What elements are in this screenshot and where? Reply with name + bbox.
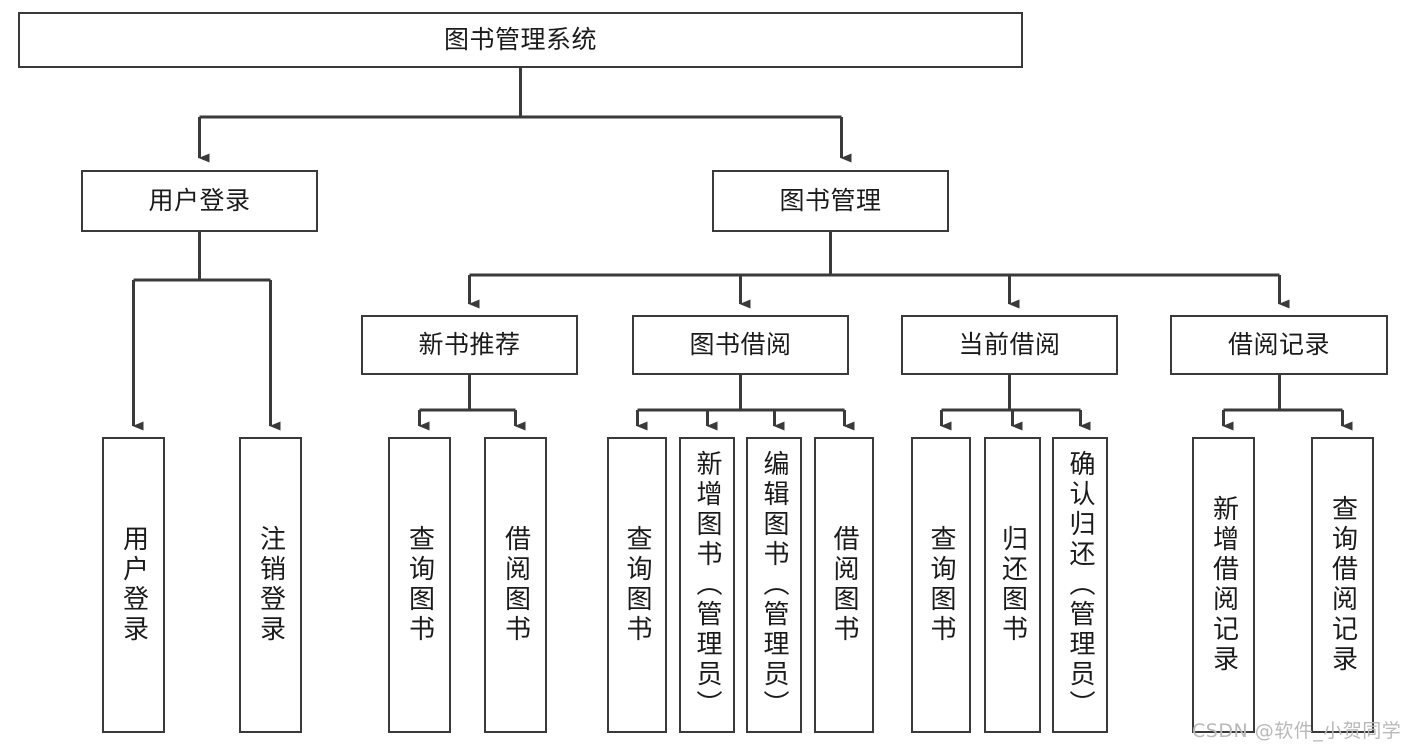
node-label: 借阅图书 <box>500 525 531 645</box>
node-book-management[interactable]: 图书管理 <box>712 170 949 232</box>
leaf-add-book-admin[interactable]: 新增图书（管理员） <box>679 437 735 733</box>
leaf-edit-book-admin[interactable]: 编辑图书（管理员） <box>746 437 802 733</box>
node-label: 查询图书 <box>622 525 652 645</box>
node-user-login[interactable]: 用户登录 <box>81 170 318 232</box>
node-book-borrowing[interactable]: 图书借阅 <box>632 315 849 375</box>
csdn-watermark: CSDN @软件_小贺同学 <box>1192 720 1402 742</box>
leaf-confirm-return-admin[interactable]: 确认归还（管理员） <box>1052 437 1108 733</box>
leaf-query-book-1[interactable]: 查询图书 <box>388 437 451 733</box>
node-label: 查询图书 <box>926 525 956 645</box>
leaf-return-book[interactable]: 归还图书 <box>984 437 1041 733</box>
leaf-query-borrow-record[interactable]: 查询借阅记录 <box>1311 437 1374 733</box>
node-label: 编辑图书（管理员） <box>759 450 789 720</box>
node-label: 图书借阅 <box>689 329 792 359</box>
node-label: 用户登录 <box>118 525 149 645</box>
node-label: 用户登录 <box>148 185 251 215</box>
leaf-add-borrow-record[interactable]: 新增借阅记录 <box>1192 437 1255 733</box>
node-label: 新书推荐 <box>418 329 521 359</box>
node-label: 新增图书（管理员） <box>692 450 722 720</box>
leaf-query-book-3[interactable]: 查询图书 <box>911 437 971 733</box>
node-label: 图书管理 <box>779 185 882 215</box>
leaf-logout[interactable]: 注销登录 <box>239 437 302 733</box>
node-label: 查询借阅记录 <box>1327 495 1358 675</box>
node-label: 注销登录 <box>255 525 286 645</box>
leaf-user-login[interactable]: 用户登录 <box>102 437 165 733</box>
leaf-borrow-book-1[interactable]: 借阅图书 <box>484 437 547 733</box>
node-new-book-recommendation[interactable]: 新书推荐 <box>361 315 578 375</box>
node-label: 图书管理系统 <box>443 24 597 54</box>
leaf-query-book-2[interactable]: 查询图书 <box>607 437 667 733</box>
node-label: 归还图书 <box>997 525 1028 645</box>
node-current-borrowing[interactable]: 当前借阅 <box>901 315 1118 375</box>
leaf-borrow-book-2[interactable]: 借阅图书 <box>814 437 874 733</box>
node-borrow-records[interactable]: 借阅记录 <box>1170 315 1388 375</box>
node-root-system[interactable]: 图书管理系统 <box>18 12 1023 68</box>
node-label: 借阅记录 <box>1227 329 1330 359</box>
node-label: 确认归还（管理员） <box>1065 450 1095 720</box>
node-label: 查询图书 <box>404 525 435 645</box>
node-label: 借阅图书 <box>829 525 859 645</box>
node-label: 新增借阅记录 <box>1208 495 1239 675</box>
node-label: 当前借阅 <box>958 329 1061 359</box>
